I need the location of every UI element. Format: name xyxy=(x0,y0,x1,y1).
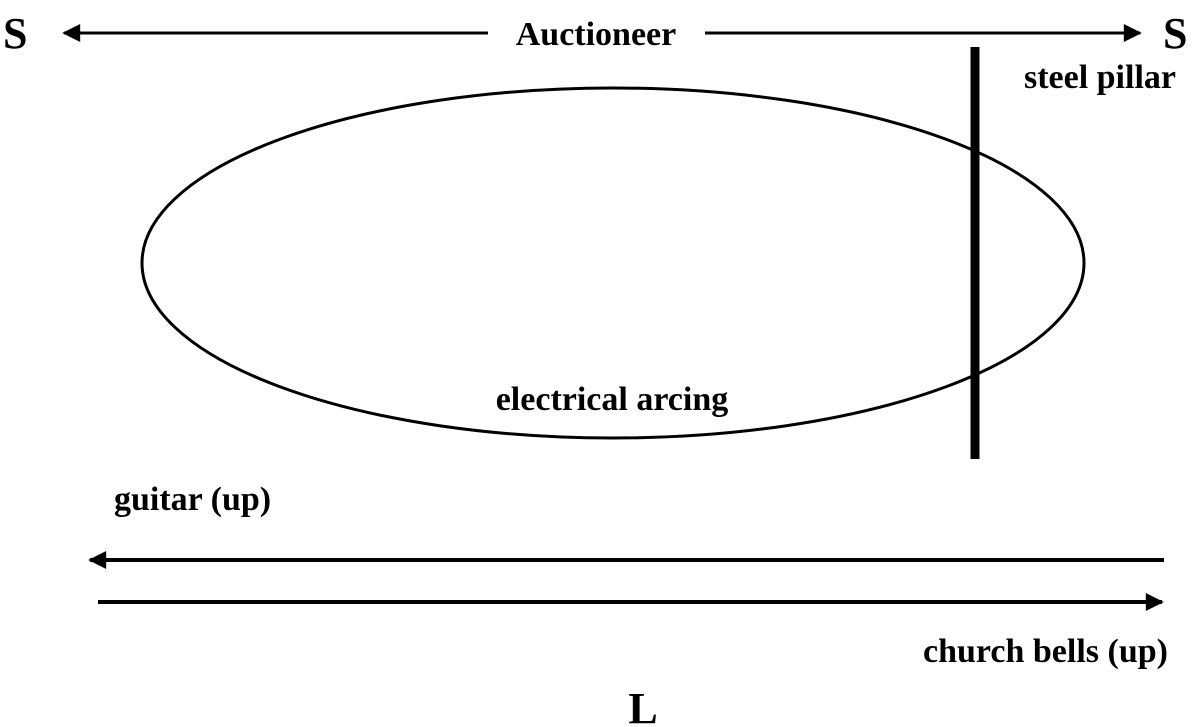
guitar-label: guitar (up) xyxy=(114,481,271,518)
bottom-l-label: L xyxy=(628,684,657,727)
top-right-s-label: S xyxy=(1163,9,1187,58)
top-left-s-label: S xyxy=(3,9,27,58)
electrical-arcing-label: electrical arcing xyxy=(496,381,729,418)
auctioneer-label: Auctioneer xyxy=(516,16,677,53)
steel-pillar-label: steel pillar xyxy=(1024,59,1176,96)
electrical-arcing-ellipse xyxy=(140,86,1086,440)
church-bells-label: church bells (up) xyxy=(923,633,1168,670)
